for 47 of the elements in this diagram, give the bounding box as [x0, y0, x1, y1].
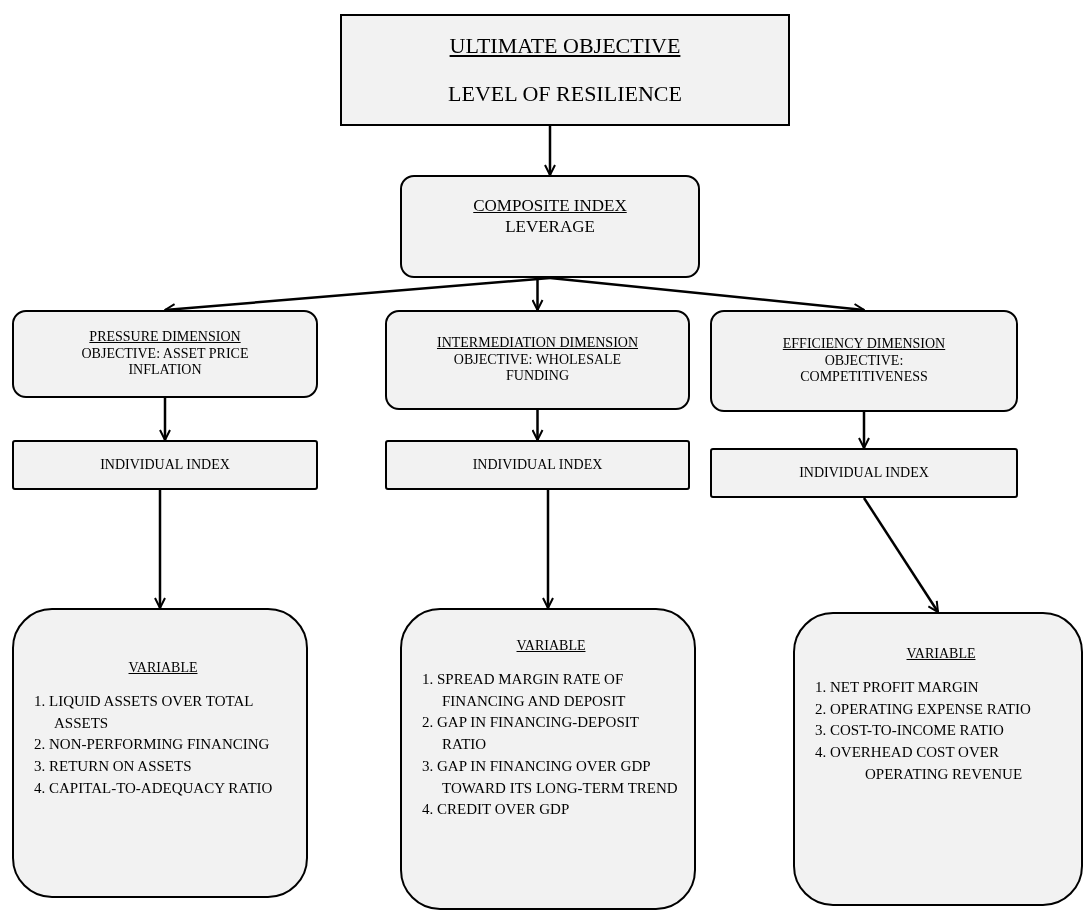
body-text: LEVEL OF RESILIENCE — [448, 80, 682, 108]
dimension-box — [710, 310, 1018, 412]
index-label: INDIVIDUAL INDEX — [799, 464, 929, 482]
list-item: 1. SPREAD MARGIN RATE OF FINANCING AND DEPOSIT — [422, 669, 627, 711]
heading: INTERMEDIATION DIMENSION — [437, 334, 638, 352]
list-item: 3. RETURN ON ASSETS — [34, 757, 193, 777]
dimension-box — [12, 310, 318, 398]
list-item: 1. NET PROFIT MARGIN — [815, 677, 980, 697]
list-item: 2. OPERATING EXPENSE RATIO — [815, 699, 1032, 719]
objective-box — [340, 14, 790, 126]
index-box — [400, 175, 700, 278]
index-box — [710, 448, 1018, 498]
heading: PRESSURE DIMENSION — [89, 328, 241, 346]
list-item: 3. GAP IN FINANCING OVER GDP TOWARD ITS LONG-TERM TREND — [422, 756, 679, 798]
list-item: 3. COST-TO-INCOME RATIO — [815, 721, 1005, 741]
body-text: OBJECTIVE: COMPETITIVENESS — [799, 352, 929, 387]
variable-box — [400, 608, 696, 910]
arrow — [858, 412, 870, 449]
arrow — [159, 398, 171, 441]
heading: VARIABLE — [906, 646, 976, 663]
body-text: LEVERAGE — [505, 216, 595, 237]
arrow — [862, 497, 940, 613]
list-item: 2. GAP IN FINANCING-DEPOSIT RATIO — [422, 713, 640, 755]
heading: COMPOSITE INDEX — [473, 196, 627, 217]
heading: ULTIMATE OBJECTIVE — [449, 32, 681, 60]
list-item: 2. NON-PERFORMING FINANCING — [34, 735, 271, 755]
index-box — [385, 440, 690, 490]
heading: VARIABLE — [128, 660, 198, 677]
index-label: INDIVIDUAL INDEX — [472, 456, 603, 474]
body-text: OBJECTIVE: ASSET PRICE INFLATION — [80, 345, 250, 380]
arrow — [154, 490, 166, 609]
arrow — [542, 490, 554, 609]
arrow — [531, 278, 544, 311]
dimension-box — [385, 310, 690, 410]
list-item: 4. CAPITAL-TO-ADEQUACY RATIO — [34, 778, 274, 798]
list-item: 4. OVERHEAD COST OVER OPERATING REVENUE — [815, 743, 1024, 784]
arrow — [531, 410, 544, 441]
index-label: INDIVIDUAL INDEX — [100, 456, 230, 474]
variable-box — [12, 608, 308, 898]
index-box — [12, 440, 318, 490]
arrow — [544, 126, 556, 176]
heading: EFFICIENCY DIMENSION — [782, 335, 946, 353]
list-item: 4. CREDIT OVER GDP — [422, 800, 571, 820]
list-item: 1. LIQUID ASSETS OVER TOTAL ASSETS — [34, 691, 254, 733]
body-text: OBJECTIVE: WHOLESALE FUNDING — [452, 351, 623, 386]
variable-box — [793, 612, 1083, 906]
heading: VARIABLE — [516, 638, 586, 655]
